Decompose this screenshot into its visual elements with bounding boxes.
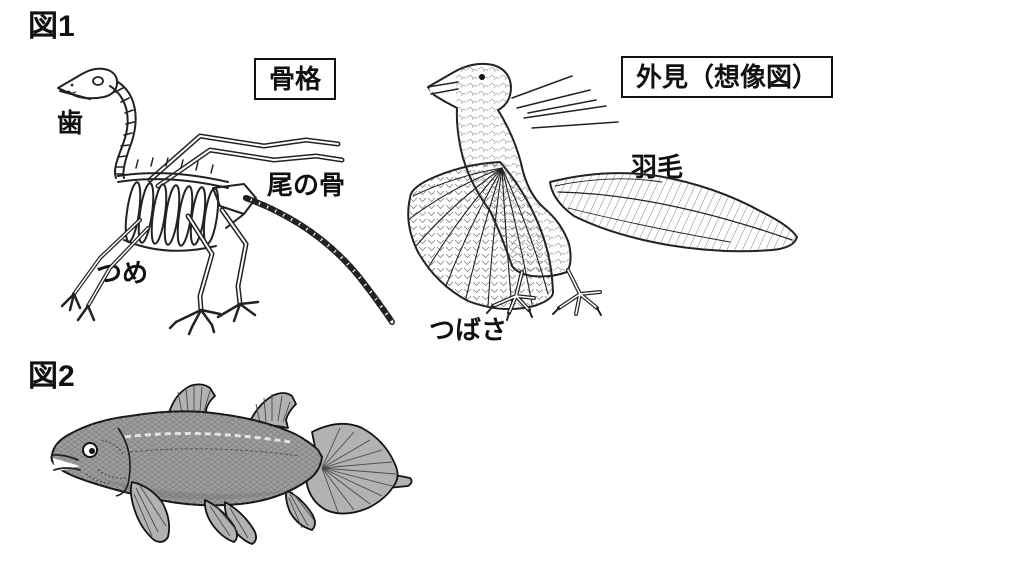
figure1-title: 図1 xyxy=(28,10,75,43)
coelacanth-illustration xyxy=(50,383,413,545)
label-teeth: 歯 xyxy=(57,108,84,138)
skeleton-neck xyxy=(109,81,137,179)
label-claw: つめ xyxy=(96,258,149,288)
bird-feathered-tail xyxy=(549,172,798,253)
archaeopteryx-reconstruction-illustration xyxy=(407,62,798,321)
figure2-title: 図2 xyxy=(28,360,75,393)
skeleton-tail-bone xyxy=(243,195,395,325)
skeleton-legs xyxy=(168,207,260,336)
fish-pelvic-fins xyxy=(203,499,257,545)
bird-body xyxy=(427,62,572,278)
bird-back-feathers xyxy=(511,75,619,129)
fish-anal-fin xyxy=(284,489,316,531)
label-wing: つばさ xyxy=(429,315,508,345)
skeleton-pelvis xyxy=(212,183,257,229)
bird-legs xyxy=(486,268,602,321)
appearance-box-label: 外見（想像図） xyxy=(621,56,834,98)
bird-wing xyxy=(407,161,554,310)
fish-pectoral-fin xyxy=(129,481,171,543)
label-tail-bone: 尾の骨 xyxy=(267,170,346,200)
archaeopteryx-skeleton-illustration xyxy=(57,67,395,336)
skeleton-ribcage xyxy=(123,181,220,252)
fish-tail-fin xyxy=(305,422,413,515)
skeleton-front-claws xyxy=(60,218,150,322)
skeleton-box-label: 骨格 xyxy=(254,58,337,100)
skeleton-wing-bones xyxy=(147,133,345,189)
skeleton-skull xyxy=(57,67,119,100)
skeleton-spine xyxy=(117,157,229,189)
